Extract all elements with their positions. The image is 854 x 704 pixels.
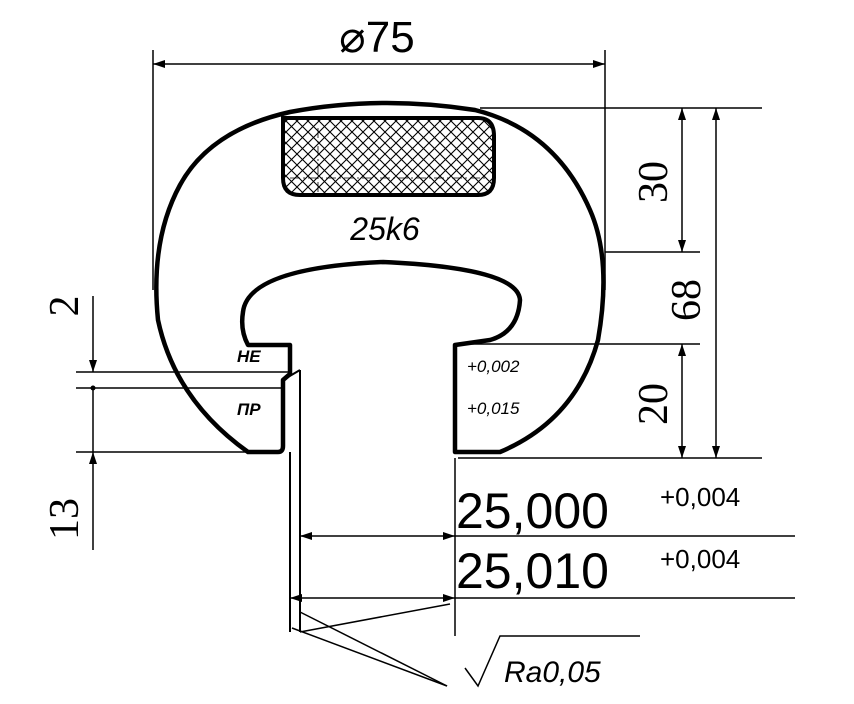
size-1-value: 25,000 xyxy=(456,483,609,539)
gauge-nogo-label: ПР xyxy=(237,400,261,419)
roughness-value: Ra0,05 xyxy=(504,656,601,689)
dim-20-label: 20 xyxy=(631,383,677,425)
shank-left-step xyxy=(282,369,301,381)
roughness-symbol xyxy=(464,635,640,688)
dim-diameter-label: ⌀75 xyxy=(339,13,414,62)
size-2-value: 25,010 xyxy=(456,543,609,599)
gauge-go-label: НЕ xyxy=(237,347,261,366)
size-2-tolerance: +0,004 xyxy=(660,544,740,574)
carbide-insert xyxy=(281,116,496,197)
roughness-leader-1 xyxy=(291,627,448,687)
roughness-leader-2 xyxy=(299,611,448,687)
dim-13-label: 13 xyxy=(42,498,88,540)
gauge-body-outline xyxy=(154,100,606,455)
dim-2-label: 2 xyxy=(42,296,88,317)
insert-fit-label: 25k6 xyxy=(349,211,420,247)
dim-68-label: 68 xyxy=(664,279,710,321)
tolerance-upper: +0,002 xyxy=(467,357,520,376)
roughness-leader-3 xyxy=(299,603,451,633)
dim-30-label: 30 xyxy=(631,161,677,203)
dim-2-dot xyxy=(90,385,96,391)
size-1-tolerance: +0,004 xyxy=(660,482,740,512)
tolerance-lower: +0,015 xyxy=(467,399,520,418)
